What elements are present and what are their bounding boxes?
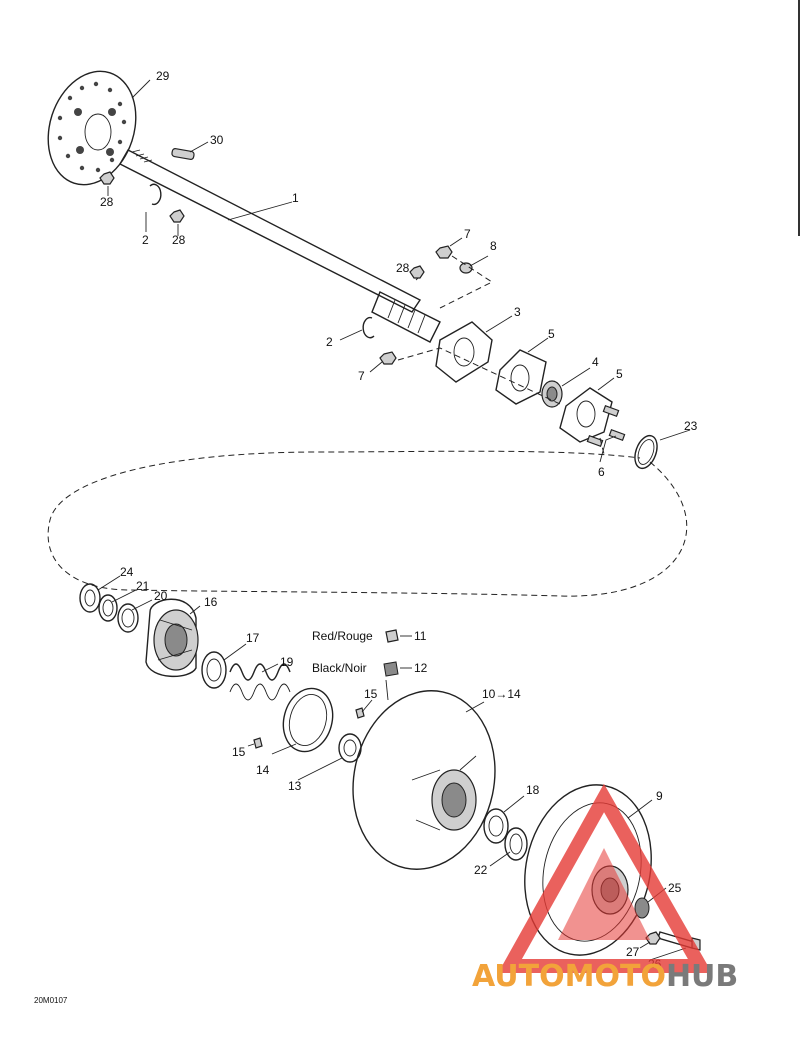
slider-15a xyxy=(355,707,365,719)
circlip-2a xyxy=(149,183,162,206)
callout-25: 25 xyxy=(668,881,682,895)
callout-12: 12 xyxy=(414,661,428,675)
callout-1: 1 xyxy=(292,191,299,205)
brake-disc xyxy=(47,70,137,186)
nut-28c xyxy=(409,265,425,279)
ring-14 xyxy=(282,687,334,753)
assembly-line-lower xyxy=(397,347,561,405)
bushing-20 xyxy=(117,603,139,633)
callout-21: 21 xyxy=(136,579,150,593)
nut-7a xyxy=(435,245,453,259)
callout-24: 24 xyxy=(120,565,134,579)
bearing-4 xyxy=(541,380,563,408)
callout-2a: 2 xyxy=(142,233,149,247)
washer-8 xyxy=(459,262,473,274)
label-black: Black/Noir xyxy=(312,661,367,675)
callout-18: 18 xyxy=(526,783,540,797)
page-edge-line xyxy=(798,0,800,236)
nut-28a xyxy=(99,171,115,185)
washer-22 xyxy=(504,827,528,861)
spring-19 xyxy=(229,663,291,701)
callout-3: 3 xyxy=(514,305,521,319)
watermark-logo: AUTOMOTOHUB xyxy=(472,783,738,994)
callout-27: 27 xyxy=(626,945,640,959)
callout-6: 6 xyxy=(598,465,605,479)
bearing-flange-5a xyxy=(495,349,547,405)
leader-lines xyxy=(97,79,691,961)
slider-black-12 xyxy=(383,661,399,677)
circlip-2b xyxy=(362,316,375,339)
nut-7b xyxy=(379,351,397,365)
drive-shaft xyxy=(119,149,441,343)
bearing-plate-3 xyxy=(435,321,493,383)
label-red: Red/Rouge xyxy=(312,629,373,643)
callout-20: 20 xyxy=(154,589,168,603)
slider-15b xyxy=(253,737,263,749)
cam-16 xyxy=(145,598,199,678)
key-30 xyxy=(171,148,195,160)
callout-9: 9 xyxy=(656,789,663,803)
callout-7b: 7 xyxy=(358,369,365,383)
washer-18 xyxy=(483,808,509,844)
callout-15b: 15 xyxy=(232,745,246,759)
callout-28a: 28 xyxy=(100,195,114,209)
callouts: 29 30 1 28 2 28 7 8 28 3 2 5 7 4 5 23 6 … xyxy=(100,69,698,971)
washer-24 xyxy=(79,583,101,613)
washer-17 xyxy=(201,651,227,689)
callout-8: 8 xyxy=(490,239,497,253)
callout-15a: 15 xyxy=(364,687,378,701)
callout-5a: 5 xyxy=(548,327,555,341)
callout-17: 17 xyxy=(246,631,260,645)
washer-25 xyxy=(634,897,650,919)
callout-11: 11 xyxy=(414,629,427,643)
shims-21 xyxy=(98,594,118,622)
callout-30: 30 xyxy=(210,133,224,147)
sliding-half-10-14 xyxy=(352,690,496,870)
callout-13: 13 xyxy=(288,779,302,793)
drawing-code: 20M0107 xyxy=(34,996,68,1005)
callout-29: 29 xyxy=(156,69,170,83)
callout-23: 23 xyxy=(684,419,698,433)
drive-chain-loop xyxy=(47,450,688,597)
callout-28c: 28 xyxy=(396,261,410,275)
nut-28b xyxy=(169,209,185,223)
callout-14: 14 xyxy=(256,763,270,777)
oring-23 xyxy=(634,434,658,470)
callout-10-14: 10→14 xyxy=(482,687,521,701)
bearing-flange-5b xyxy=(559,387,613,443)
callout-5b: 5 xyxy=(616,367,623,381)
watermark-text-automoto: AUTOMOTOHUB xyxy=(472,959,738,994)
callout-19: 19 xyxy=(280,655,294,669)
callout-7a: 7 xyxy=(464,227,471,241)
callout-4: 4 xyxy=(592,355,599,369)
slider-leader xyxy=(385,679,389,701)
callout-28b: 28 xyxy=(172,233,186,247)
callout-2b: 2 xyxy=(326,335,333,349)
callout-22: 22 xyxy=(474,863,488,877)
callout-16: 16 xyxy=(204,595,218,609)
assembly-line-upper xyxy=(439,255,494,309)
slider-red-11 xyxy=(385,629,399,643)
